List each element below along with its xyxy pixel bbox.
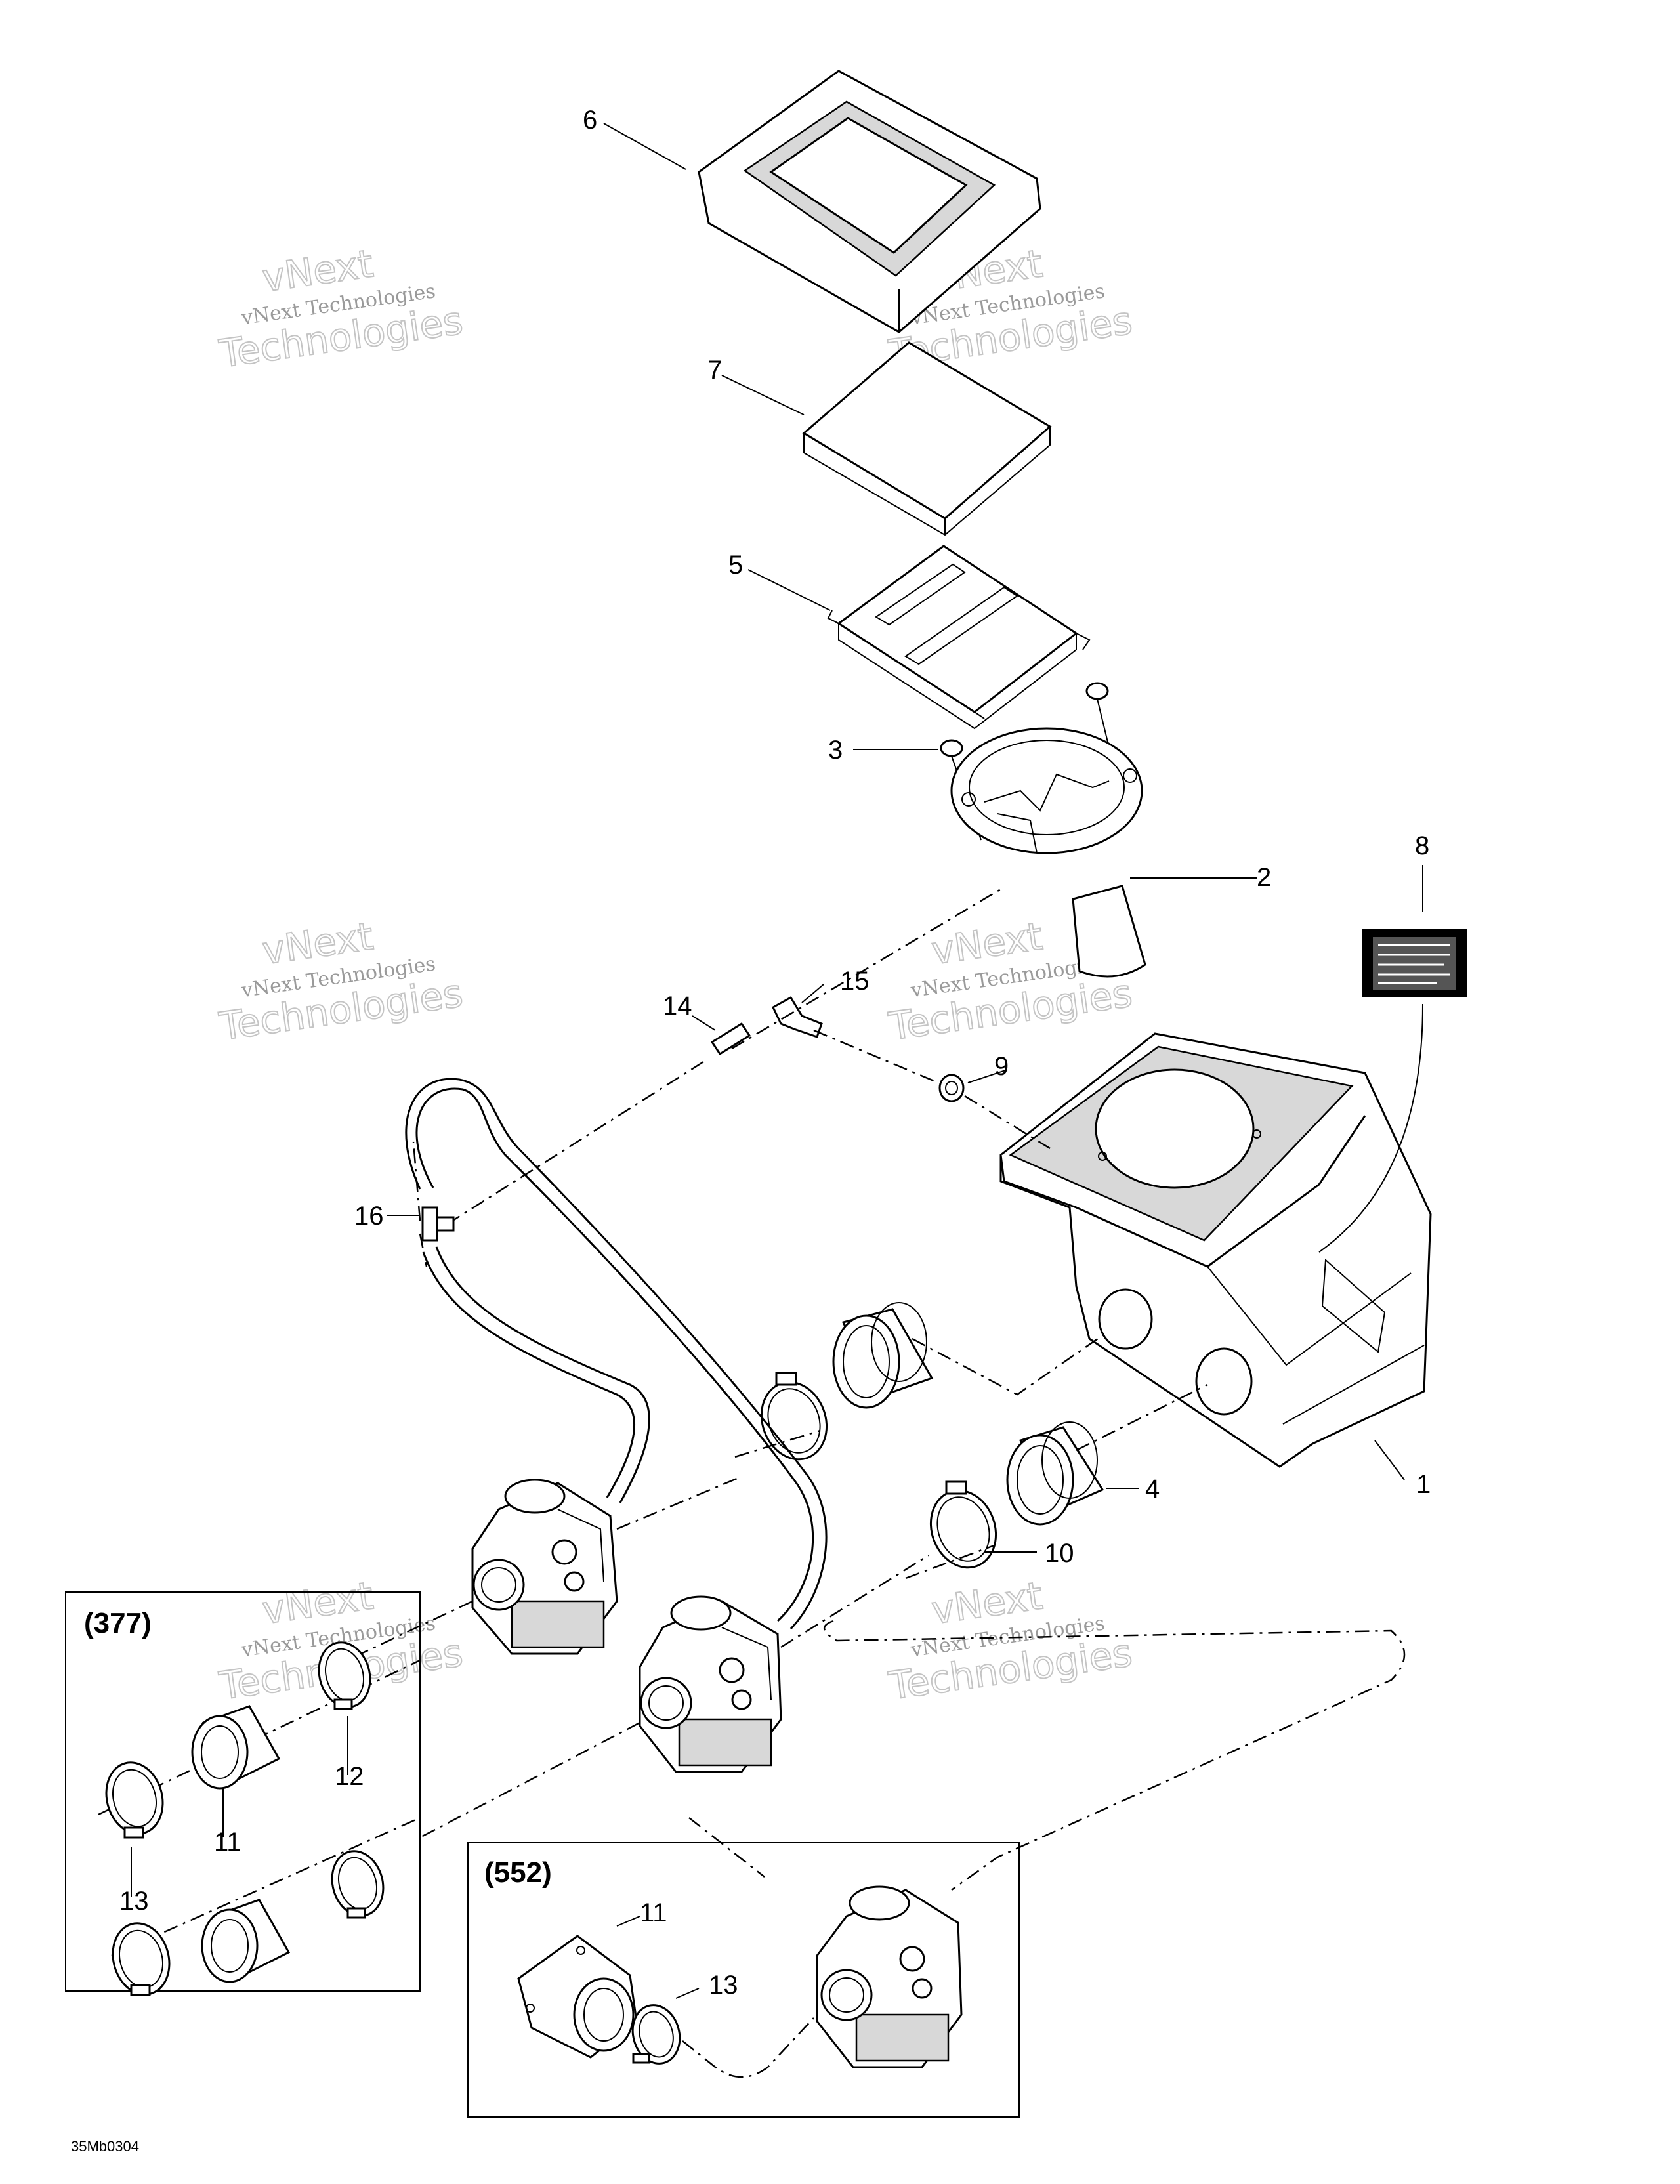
part-16-t-fitting	[421, 1206, 455, 1242]
callout-15: 15	[840, 967, 870, 996]
inset-552-flange-adaptor	[517, 1935, 638, 2059]
inset-377-sleeve-upper	[191, 1705, 281, 1790]
callout-6: 6	[583, 106, 597, 135]
part-9-grommet	[938, 1074, 965, 1102]
watermark-top-left: vNext vNext Technologies Technologies	[216, 240, 466, 377]
callout-14: 14	[663, 992, 692, 1020]
inset-377-clamp-4	[112, 1922, 171, 1996]
callout-13-inset-552: 13	[709, 1971, 738, 2000]
inset-377-sleeve-lower	[201, 1899, 291, 1983]
part-7-filter-pad	[802, 341, 1052, 536]
inset-377-clamp-1	[105, 1761, 164, 1839]
callout-4: 4	[1145, 1475, 1160, 1503]
callout-11-inset-377: 11	[214, 1828, 242, 1857]
assembly-lines	[360, 886, 1406, 1891]
part-4-adaptor-upper	[832, 1302, 934, 1409]
callout-7: 7	[707, 356, 722, 385]
callout-16: 16	[354, 1202, 384, 1230]
callout-3: 3	[828, 736, 843, 765]
callout-13-inset-377: 13	[119, 1887, 149, 1916]
inset-377-clamp-2	[318, 1641, 371, 1710]
part-6-cover	[698, 70, 1041, 333]
leader-lines	[387, 123, 1423, 1553]
callout-5: 5	[728, 551, 743, 579]
inset-552: (552) 11 13	[467, 1842, 1020, 2118]
part-10-clamp-upper	[760, 1372, 828, 1461]
part-2-intake-adaptor	[950, 727, 1146, 978]
part-15-elbow-fitting	[772, 996, 823, 1038]
vent-hoses	[405, 1078, 828, 1630]
callout-8: 8	[1415, 831, 1429, 860]
inset-552-clamp	[631, 2004, 681, 2065]
callout-9: 9	[994, 1052, 1009, 1081]
carburetor-upper	[471, 1479, 618, 1655]
part-1-air-silencer	[999, 1032, 1432, 1468]
callout-11-inset-552: 11	[640, 1899, 667, 1927]
inset-377-clamp-3	[331, 1850, 385, 1919]
callout-10: 10	[1045, 1539, 1074, 1568]
inset-377: (377) 12 11 13	[65, 1591, 421, 1996]
callout-12: 12	[335, 1762, 364, 1791]
watermark-mid-left: vNext vNext Technologies Technologies	[216, 913, 466, 1049]
callout-2: 2	[1257, 863, 1271, 892]
figure-code: 35Mb0304	[71, 2138, 139, 2154]
callout-1: 1	[1416, 1470, 1431, 1499]
part-10-clamp-lower	[929, 1480, 998, 1569]
part-5-grid-plate	[827, 545, 1091, 730]
inset-552-carburetor	[816, 1885, 963, 2068]
part-14-hose-connector	[710, 1022, 751, 1056]
part-8-decal	[1362, 929, 1467, 998]
inset-377-label: (377)	[84, 1607, 152, 1639]
inset-552-label: (552)	[484, 1857, 552, 1889]
carburetor-lower	[639, 1595, 782, 1773]
part-4-adaptor-lower	[1006, 1421, 1104, 1526]
